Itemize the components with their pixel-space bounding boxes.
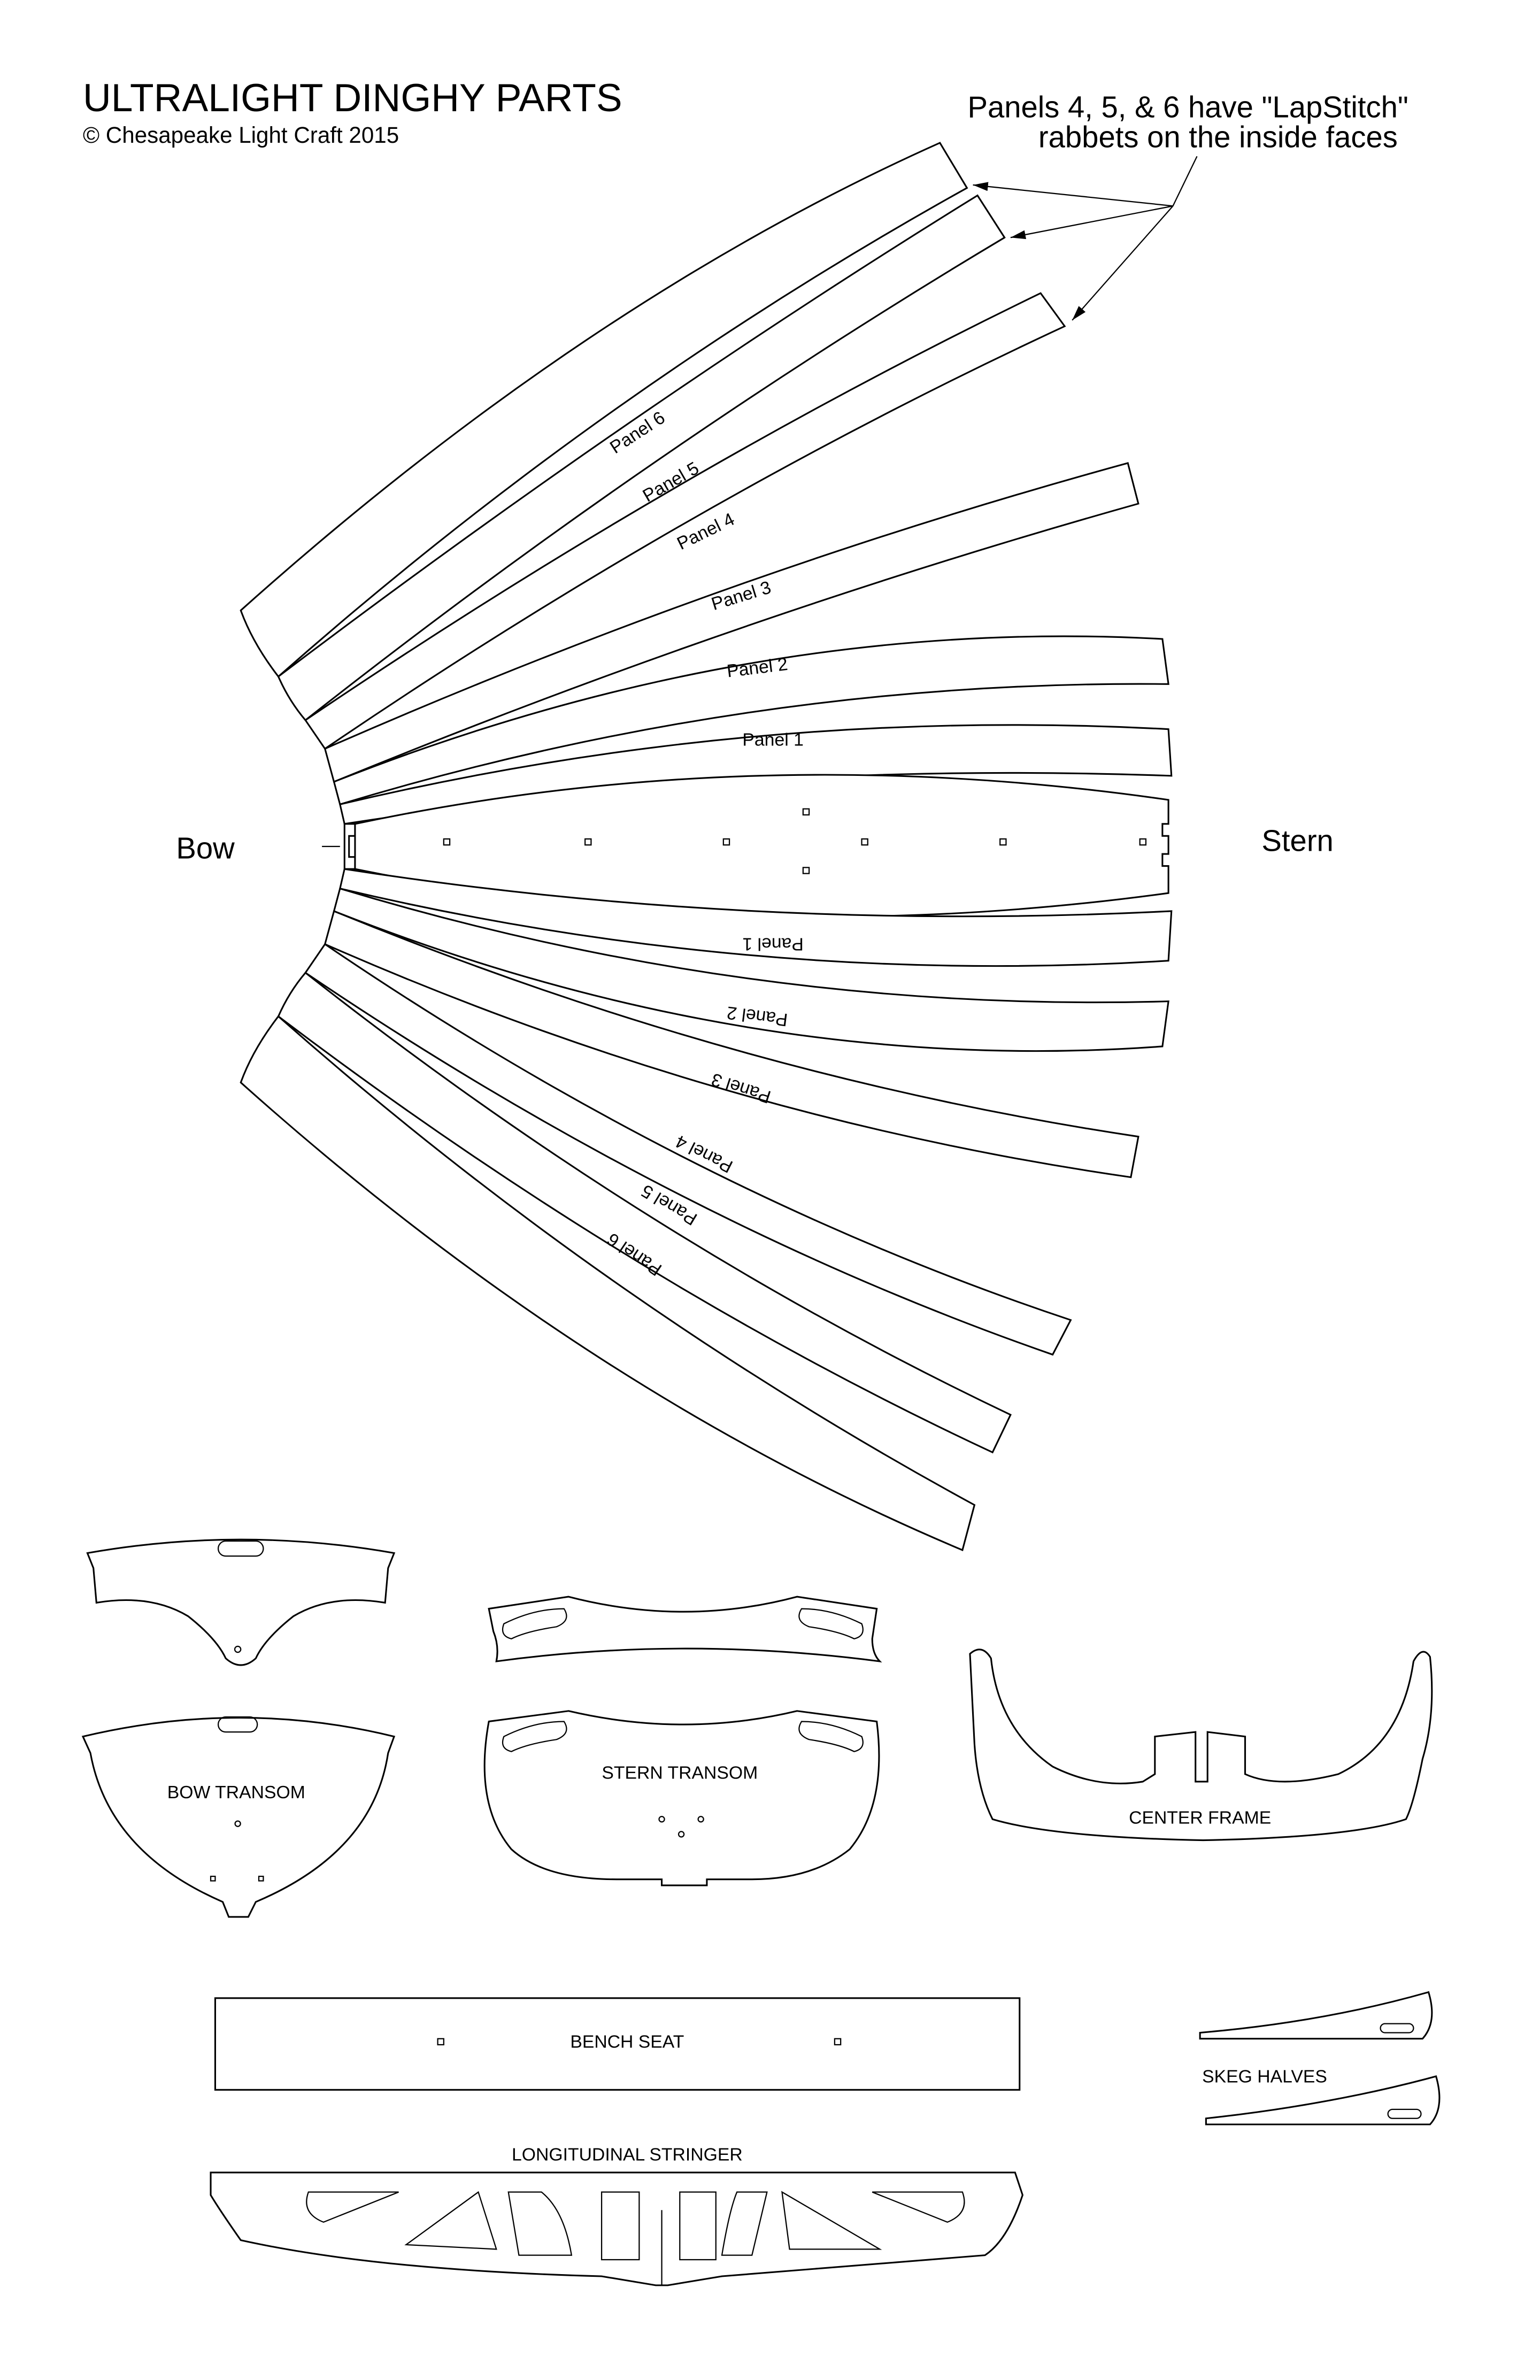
panel-1-lower-label: Panel 1 — [742, 934, 803, 954]
panel-4-lower — [304, 943, 1072, 1356]
panel-3-lower — [324, 910, 1139, 1179]
stern-transom-label: STERN TRANSOM — [602, 1762, 758, 1783]
stern-transom: STERN TRANSOM — [483, 1710, 880, 1886]
center-frame-label: CENTER FRAME — [1129, 1808, 1271, 1828]
bow-label: Bow — [176, 831, 235, 865]
annotation-line-2: rabbets on the inside faces — [1038, 120, 1398, 154]
panel-6-lower — [240, 1015, 976, 1552]
panel-5-lower — [277, 972, 1012, 1454]
bench-seat: BENCH SEAT — [214, 1997, 1021, 2091]
panel-2-lower — [333, 887, 1169, 1052]
annotation-line-1: Panels 4, 5, & 6 have "LapStitch" — [967, 90, 1408, 124]
rabbet-annotation: Panels 4, 5, & 6 have "LapStitch" rabbet… — [967, 90, 1408, 321]
lower-panels — [240, 868, 1173, 1552]
panel-5-upper — [277, 194, 1006, 721]
longitudinal-stringer: LONGITUDINAL STRINGER — [210, 2144, 1024, 2286]
panel-3-upper — [324, 462, 1139, 783]
bow-frame — [86, 1538, 396, 1666]
upper-panels — [240, 142, 1173, 825]
bow-transom-label: BOW TRANSOM — [167, 1782, 305, 1803]
skeg-halves-label: SKEG HALVES — [1202, 2066, 1327, 2086]
stern-label: Stern — [1261, 823, 1333, 857]
bench-seat-label: BENCH SEAT — [570, 2032, 684, 2052]
panel-1-label: Panel 1 — [742, 730, 803, 750]
bow-transom: BOW TRANSOM — [81, 1716, 396, 1918]
panel-6-upper — [240, 142, 968, 678]
panel-4-upper — [304, 292, 1066, 750]
panel-1-lower — [338, 868, 1173, 967]
sheet-title: ULTRALIGHT DINGHY PARTS — [83, 76, 622, 120]
center-frame: CENTER FRAME — [969, 1649, 1433, 1842]
copyright: © Chesapeake Light Craft 2015 — [83, 122, 399, 148]
stern-frame — [488, 1596, 882, 1663]
panel-2-upper — [333, 635, 1169, 806]
skeg-halves: SKEG HALVES — [1199, 1991, 1441, 2125]
stringer-label: LONGITUDINAL STRINGER — [512, 2144, 743, 2165]
